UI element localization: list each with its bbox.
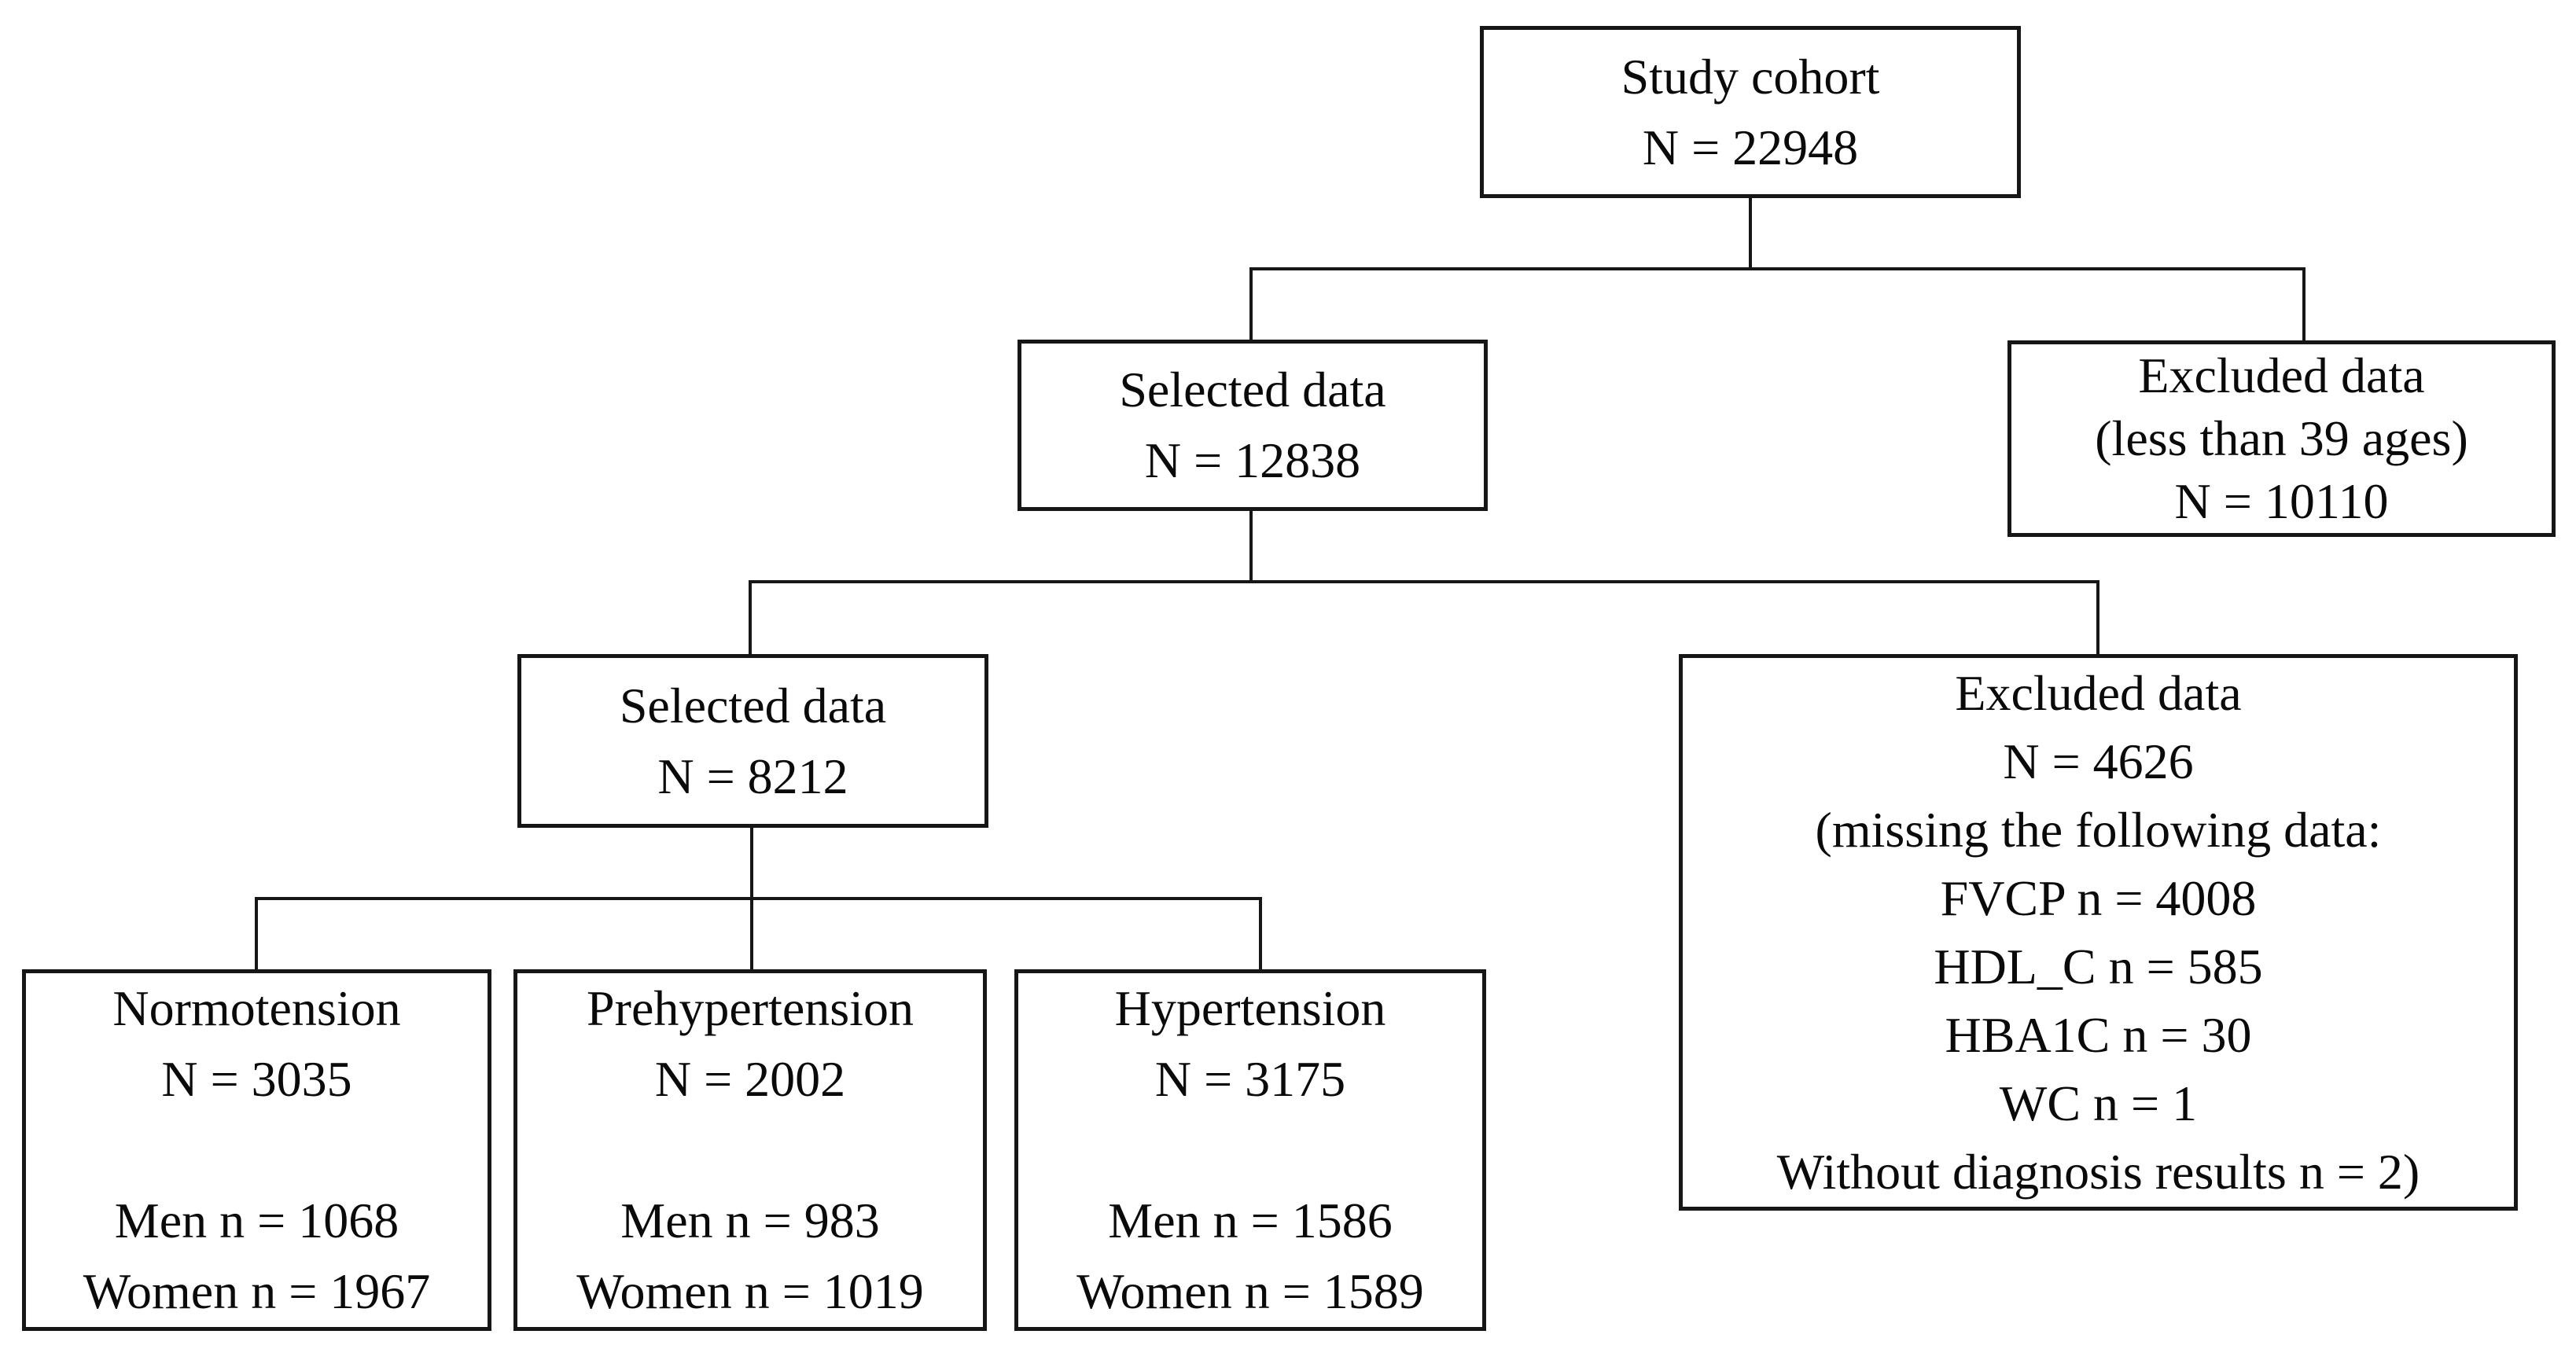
box-line: N = 12838	[1144, 432, 1361, 488]
box-excluded-data-level1: Excluded data (less than 39 ages) N = 10…	[2007, 340, 2556, 537]
box-line: N = 8212	[657, 748, 848, 804]
box-line: Selected data	[1119, 362, 1386, 417]
box-line: WC n = 1	[1999, 1075, 2198, 1131]
box-line: Study cohort	[1621, 48, 1880, 105]
box-line: Selected data	[619, 677, 887, 733]
box-line: Excluded data	[1955, 665, 2242, 721]
connector-branch3-to-normotension	[255, 897, 258, 972]
box-line: Women n = 1967	[83, 1263, 431, 1319]
box-line: FVCP n = 4008	[1940, 870, 2257, 926]
connector-branch2-horizontal	[749, 580, 2099, 583]
connector-branch1-horizontal	[1249, 267, 2306, 270]
box-normotension: Normotension N = 3035 Men n = 1068 Women…	[22, 969, 491, 1331]
box-line: Prehypertension	[587, 980, 914, 1036]
box-line: Women n = 1589	[1076, 1263, 1424, 1319]
connector-branch3-to-hypertension	[1259, 897, 1262, 972]
box-line: Men n = 1068	[114, 1193, 399, 1248]
box-line: N = 10110	[2174, 473, 2389, 529]
box-line: Hypertension	[1114, 980, 1386, 1036]
box-line: Men n = 983	[620, 1193, 880, 1248]
connector-branch1-to-excluded1	[2302, 267, 2306, 344]
box-study-cohort: Study cohort N = 22948	[1480, 26, 2021, 198]
connector-branch2-to-excluded2	[2096, 580, 2099, 657]
connector-branch1-to-selected1	[1249, 267, 1253, 343]
box-line: Normotension	[112, 980, 401, 1036]
box-line: Without diagnosis results n = 2)	[1776, 1144, 2420, 1200]
box-selected-data-level1: Selected data N = 12838	[1018, 340, 1488, 511]
box-line: (less than 39 ages)	[2095, 410, 2468, 466]
box-line: N = 3175	[1154, 1051, 1346, 1107]
box-excluded-data-level2: Excluded data N = 4626 (missing the foll…	[1679, 654, 2518, 1211]
box-line: (missing the following data:	[1815, 802, 2382, 858]
connector-selected1-to-branch2	[1249, 509, 1253, 583]
box-line: N = 4626	[2003, 733, 2194, 789]
connector-branch3-horizontal	[255, 897, 1262, 900]
box-prehypertension: Prehypertension N = 2002 Men n = 983 Wom…	[513, 969, 987, 1331]
box-line: HDL_C n = 585	[1934, 939, 2263, 994]
connector-branch2-to-selected2	[749, 580, 752, 657]
box-line: Excluded data	[2138, 347, 2425, 403]
box-line: Women n = 1019	[576, 1263, 924, 1319]
box-hypertension: Hypertension N = 3175 Men n = 1586 Women…	[1014, 969, 1486, 1331]
box-line: Men n = 1586	[1108, 1193, 1393, 1248]
box-line: N = 3035	[161, 1051, 352, 1107]
box-line: HBA1C n = 30	[1945, 1007, 2252, 1063]
box-line: N = 2002	[654, 1051, 846, 1107]
connector-study-to-branch1	[1749, 197, 1752, 270]
box-line: N = 22948	[1642, 119, 1859, 175]
box-selected-data-level2: Selected data N = 8212	[517, 654, 988, 828]
